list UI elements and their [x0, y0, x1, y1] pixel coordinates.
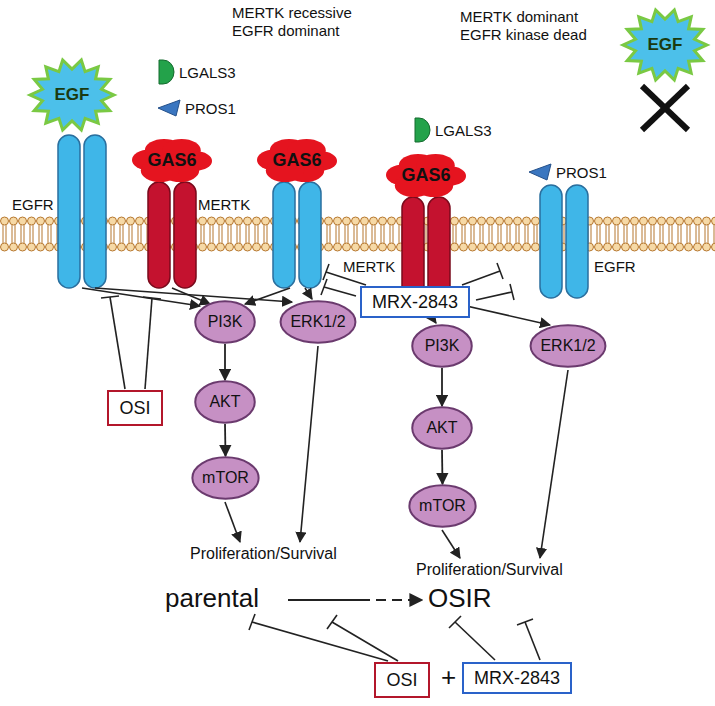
text-label: MERTK — [343, 258, 395, 275]
signaling-oval: mTOR — [191, 456, 260, 500]
node-text: MRX-2843 — [372, 292, 458, 313]
drug-box: OSI — [374, 662, 430, 698]
text-label: MERTK recessive EGFR dominant — [232, 4, 372, 40]
node-text: PI3K — [208, 313, 243, 331]
egf-ligand: EGF — [623, 9, 707, 81]
pathway-arrow — [224, 424, 226, 456]
ligand-label: PROS1 — [528, 158, 607, 186]
signaling-oval: ERK1/2 — [279, 300, 357, 344]
node-text: AKT — [209, 393, 240, 411]
ligand-label: PROS1 — [157, 94, 236, 122]
gas6-ligand: GAS6 — [257, 136, 337, 184]
text-label: MERTK dominant EGFR kinase dead — [460, 8, 610, 44]
text-label: OSIR — [428, 583, 492, 614]
text-label: Proliferation/Survival — [416, 561, 563, 579]
drug-box: MRX-2843 — [360, 286, 470, 318]
activation-arrow — [82, 288, 568, 558]
signaling-oval: AKT — [411, 406, 473, 450]
signaling-oval: PI3K — [194, 300, 256, 344]
inhibition-line — [101, 263, 540, 661]
egfr-receptor — [58, 135, 588, 298]
gas6-ligand: GAS6 — [386, 151, 466, 199]
text-label: Proliferation/Survival — [190, 545, 337, 563]
signaling-oval: ERK1/2 — [529, 324, 607, 368]
ligand-label: LGALS3 — [157, 58, 236, 86]
ligand-label: LGALS3 — [413, 116, 492, 144]
node-text: GAS6 — [401, 165, 450, 186]
text-label: parental — [165, 583, 259, 614]
node-text: mTOR — [419, 497, 466, 515]
node-text: ERK1/2 — [290, 313, 345, 331]
node-text: PI3K — [425, 337, 460, 355]
pathway-arrow — [441, 368, 443, 406]
node-text: LGALS3 — [435, 122, 492, 139]
block-cross — [642, 86, 688, 130]
node-text: LGALS3 — [179, 64, 236, 81]
node-text: OSI — [119, 398, 150, 419]
pathway-arrow — [224, 344, 226, 380]
signaling-oval: PI3K — [411, 324, 473, 368]
node-text: OSI — [386, 670, 417, 691]
node-text: PROS1 — [185, 100, 236, 117]
node-text: GAS6 — [147, 150, 196, 171]
node-text: EGF — [648, 35, 683, 55]
text-label: MERTK — [198, 196, 250, 213]
pathway-arrow — [441, 450, 443, 484]
node-text: GAS6 — [272, 150, 321, 171]
text-label: + — [441, 662, 456, 693]
node-text: PROS1 — [556, 164, 607, 181]
node-text: ERK1/2 — [540, 337, 595, 355]
text-label: EGFR — [12, 196, 54, 213]
drug-box: OSI — [107, 390, 163, 426]
signaling-oval: AKT — [194, 380, 256, 424]
node-text: AKT — [426, 419, 457, 437]
signaling-oval: mTOR — [408, 484, 477, 528]
drug-box: MRX-2843 — [462, 662, 572, 694]
gas6-ligand: GAS6 — [132, 136, 212, 184]
membrane — [0, 216, 715, 252]
node-text: MRX-2843 — [474, 668, 560, 689]
node-text: mTOR — [202, 469, 249, 487]
mertk-receptor — [148, 182, 450, 300]
node-text: EGF — [55, 85, 90, 105]
transition-arrow — [288, 599, 422, 601]
egf-ligand: EGF — [30, 59, 114, 131]
text-label: EGFR — [594, 258, 636, 275]
